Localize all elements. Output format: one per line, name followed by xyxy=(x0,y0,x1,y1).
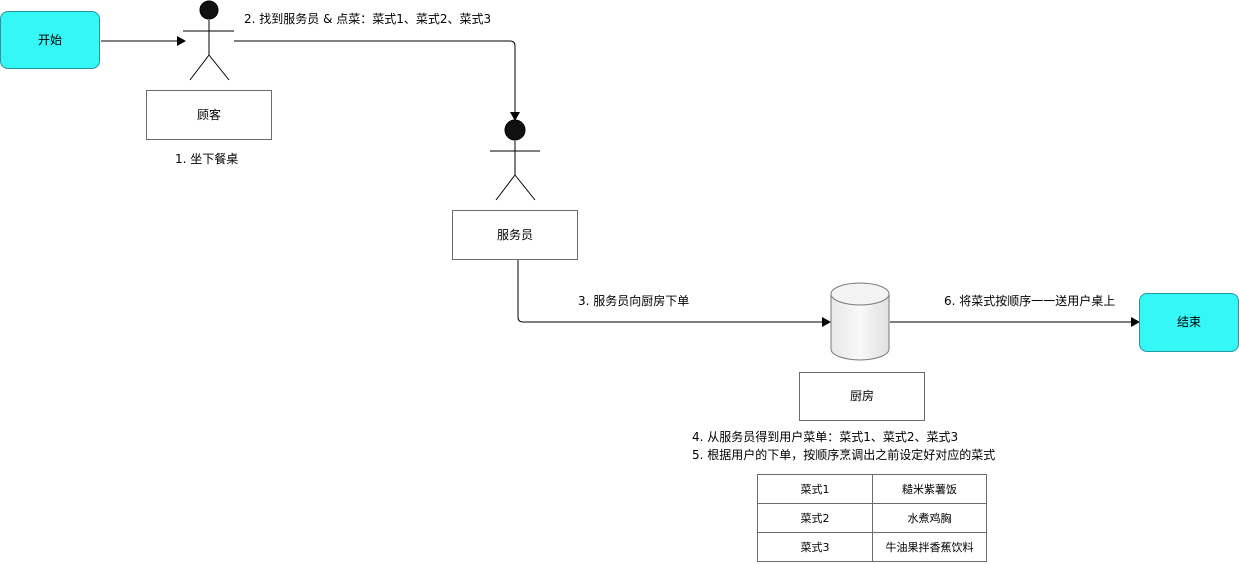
menu-item-cell: 水煮鸡胸 xyxy=(872,503,987,533)
connectors xyxy=(101,36,1140,327)
table-row: 菜式2 水煮鸡胸 xyxy=(757,503,987,533)
step-5-text: 5. 根据用户的下单，按顺序烹调出之前设定好对应的菜式 xyxy=(692,448,996,462)
waiter-label: 服务员 xyxy=(496,227,533,242)
end-node[interactable]: 结束 xyxy=(1139,293,1239,352)
table-row: 菜式1 糙米紫薯饭 xyxy=(757,474,987,504)
kitchen-box[interactable]: 厨房 xyxy=(799,372,925,421)
customer-box[interactable]: 顾客 xyxy=(146,90,272,140)
step-2-text: 2. 找到服务员 & 点菜：菜式1、菜式2、菜式3 xyxy=(244,12,492,26)
kitchen-label: 厨房 xyxy=(849,389,874,404)
step-4-text: 4. 从服务员得到用户菜单：菜式1、菜式2、菜式3 xyxy=(692,430,959,444)
step-6-text: 6. 将菜式按顺序一一送用户桌上 xyxy=(944,294,1116,308)
end-node-label: 结束 xyxy=(1176,315,1201,330)
connector-customer-to-waiter xyxy=(234,40,520,121)
start-node[interactable]: 开始 xyxy=(0,11,100,69)
menu-dish-cell: 菜式3 xyxy=(757,532,873,562)
table-row: 菜式3 牛油果拌香蕉饮料 xyxy=(757,532,987,562)
menu-item-cell: 牛油果拌香蕉饮料 xyxy=(872,532,987,562)
connector-waiter-to-kitchen xyxy=(517,260,831,327)
kitchen-database-icon xyxy=(830,282,890,361)
step-1-text: 1. 坐下餐桌 xyxy=(175,152,239,166)
customer-label: 顾客 xyxy=(196,107,221,122)
waiter-actor-icon xyxy=(490,119,540,201)
start-node-label: 开始 xyxy=(37,32,62,47)
menu-table: 菜式1 糙米紫薯饭 菜式2 水煮鸡胸 菜式3 牛油果拌香蕉饮料 xyxy=(757,474,987,562)
menu-item-cell: 糙米紫薯饭 xyxy=(872,474,987,504)
step-3-text: 3. 服务员向厨房下单 xyxy=(578,294,690,308)
customer-actor-icon xyxy=(183,0,234,81)
menu-dish-cell: 菜式2 xyxy=(757,503,873,533)
menu-dish-cell: 菜式1 xyxy=(757,474,873,504)
waiter-box[interactable]: 服务员 xyxy=(452,210,578,260)
